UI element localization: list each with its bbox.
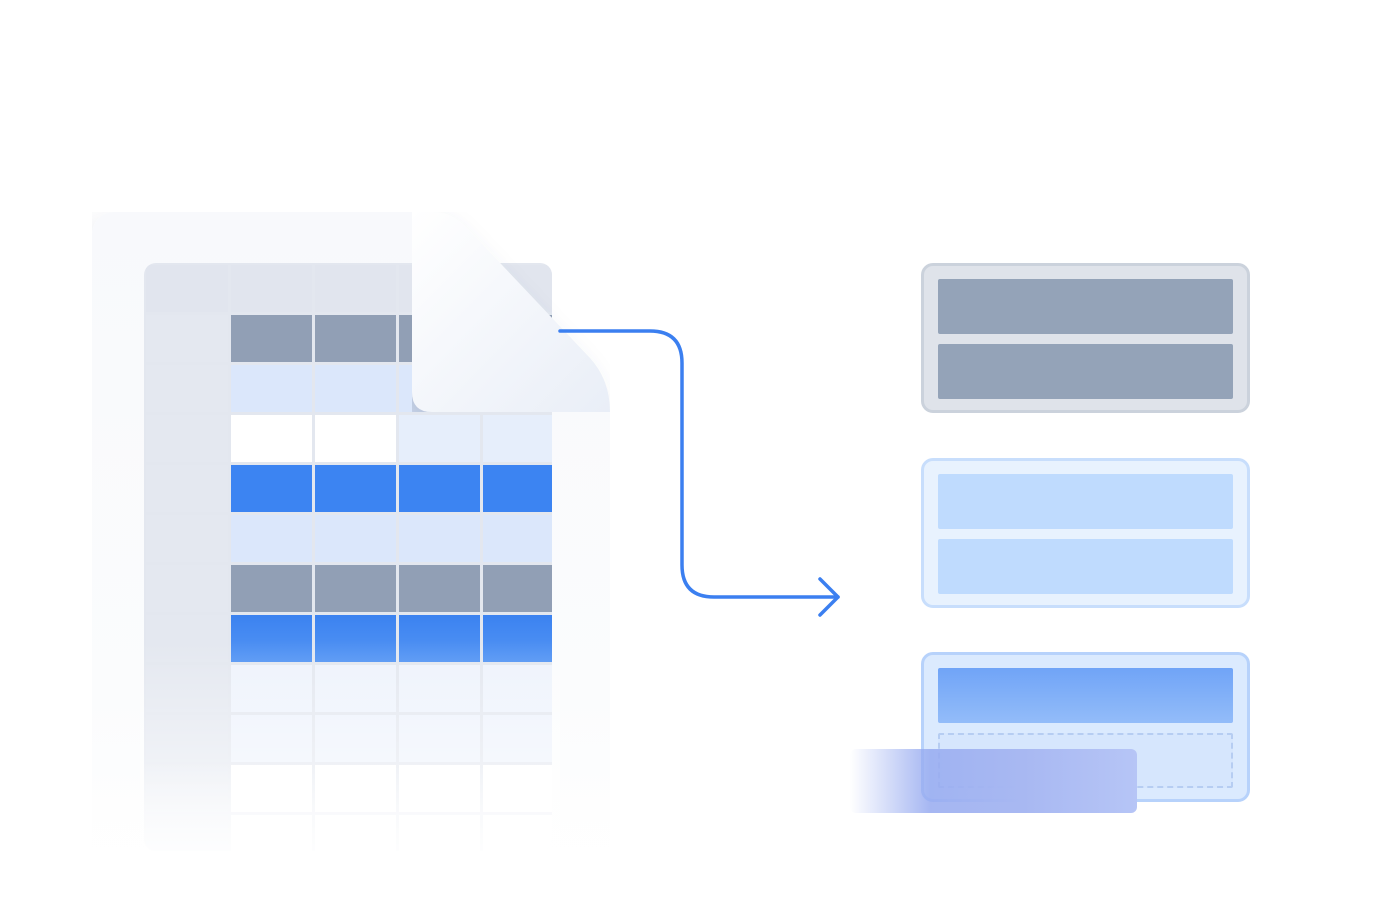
grid-cell	[231, 465, 312, 512]
sky-block	[921, 458, 1250, 608]
grid-cell	[231, 415, 312, 462]
grid-cell	[231, 365, 312, 412]
grid-cell	[146, 265, 228, 312]
grid-cell	[146, 415, 228, 462]
block-bar	[938, 279, 1233, 334]
grid-cell	[231, 515, 312, 562]
gray-block	[921, 263, 1250, 413]
grid-cell	[483, 415, 552, 462]
grid-cell	[146, 365, 228, 412]
grid-cell	[146, 565, 228, 612]
block-bar	[938, 344, 1233, 399]
grid-cell	[315, 365, 396, 412]
dragged-bar[interactable]	[850, 749, 1137, 813]
grid-cell	[231, 315, 312, 362]
grid-cell	[146, 515, 228, 562]
grid-cell	[315, 465, 396, 512]
block-bar	[938, 474, 1233, 529]
grid-cell	[315, 515, 396, 562]
grid-cell	[483, 515, 552, 562]
grid-cell	[399, 465, 480, 512]
grid-cell	[483, 565, 552, 612]
page-curl-icon	[412, 212, 610, 412]
block-bar	[938, 539, 1233, 594]
grid-cell	[399, 515, 480, 562]
grid-cell	[315, 415, 396, 462]
grid-cell	[146, 315, 228, 362]
grid-cell	[315, 315, 396, 362]
grid-cell	[146, 465, 228, 512]
grid-cell	[315, 265, 396, 312]
grid-cell	[315, 565, 396, 612]
grid-cell	[399, 565, 480, 612]
grid-cell	[399, 415, 480, 462]
block-bar	[938, 668, 1233, 723]
grid-cell	[483, 465, 552, 512]
grid-cell	[231, 265, 312, 312]
grid-cell	[231, 565, 312, 612]
